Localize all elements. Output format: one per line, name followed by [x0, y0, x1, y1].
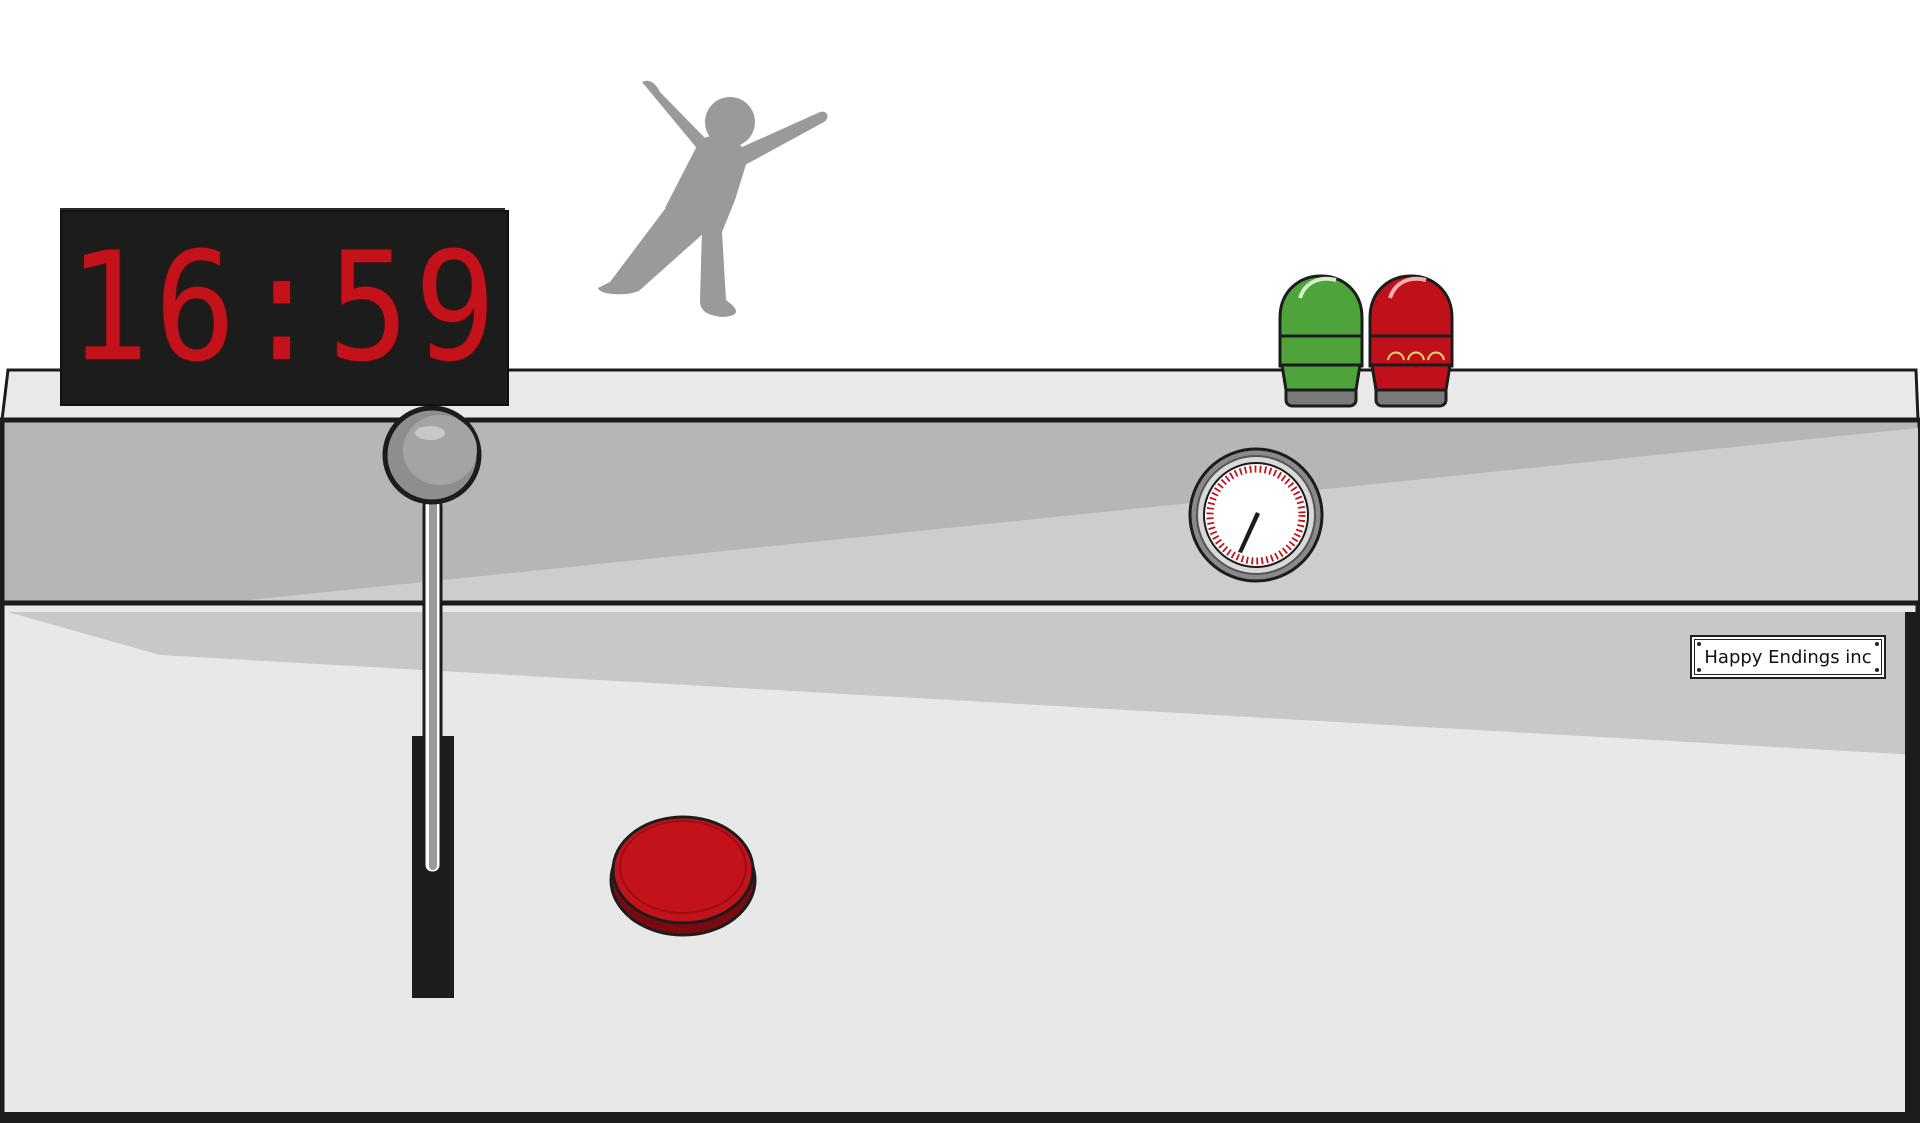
digital-clock: 16:59	[60, 210, 509, 406]
dancing-figure	[598, 80, 828, 317]
clock-time: 16:59	[67, 221, 502, 395]
nameplate-text: Happy Endings inc	[1704, 646, 1872, 668]
big-red-button[interactable]	[609, 815, 757, 937]
lever[interactable]	[382, 405, 482, 998]
pressure-gauge	[1188, 447, 1324, 583]
screw-icon	[1697, 668, 1701, 672]
green-light	[1278, 274, 1364, 408]
screw-icon	[1875, 668, 1879, 672]
gauge-ticks	[1206, 465, 1306, 565]
gauge-needle	[1238, 512, 1260, 553]
red-light	[1368, 274, 1454, 408]
screw-icon	[1875, 642, 1879, 646]
nameplate: Happy Endings inc	[1690, 635, 1886, 679]
screw-icon	[1697, 642, 1701, 646]
